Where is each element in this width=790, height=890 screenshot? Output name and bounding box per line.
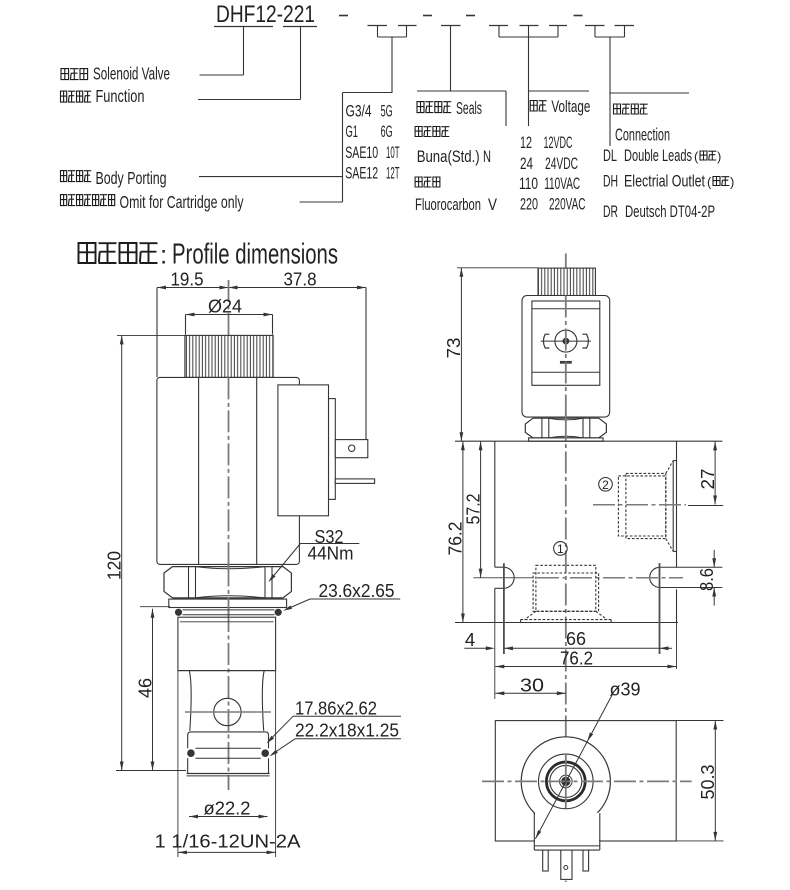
svg-text:DL: DL [603,146,617,165]
svg-text:24VDC: 24VDC [545,154,578,173]
svg-text:DR: DR [603,202,618,221]
svg-text:8.6: 8.6 [696,568,717,591]
svg-text:ø39: ø39 [610,679,641,700]
svg-text:Body Porting: Body Porting [96,168,167,188]
svg-text:Buna(Std.): Buna(Std.) [417,147,480,166]
svg-text:5G: 5G [381,102,393,121]
svg-text:Double Leads: Double Leads [624,146,692,165]
svg-text:): ) [730,175,734,190]
svg-text:DHF12-221: DHF12-221 [216,1,315,28]
svg-text:Connection: Connection [615,125,670,145]
svg-text:V: V [488,195,498,214]
svg-text:SAE10: SAE10 [345,143,378,162]
svg-text:12: 12 [520,133,532,152]
svg-text:4: 4 [465,629,475,650]
svg-text:Omit for Cartridge only: Omit for Cartridge only [120,192,244,212]
svg-text:12VDC: 12VDC [544,133,573,152]
svg-text:10T: 10T [386,143,400,162]
svg-text:30: 30 [520,675,544,696]
svg-text:220: 220 [520,195,538,214]
svg-text::: : [160,240,167,270]
svg-text:ø22.2: ø22.2 [204,798,251,819]
svg-text:(: ( [707,175,712,190]
svg-text:46: 46 [134,678,155,698]
svg-text:S32: S32 [315,526,344,547]
svg-text:Electrial Outlet: Electrial Outlet [624,172,705,191]
svg-text:Fluorocarbon: Fluorocarbon [415,195,481,214]
svg-text:17.86x2.62: 17.86x2.62 [295,698,377,719]
svg-text:19.5: 19.5 [171,269,204,290]
svg-text:Function: Function [96,86,145,106]
svg-text:Ø24: Ø24 [208,296,242,317]
svg-text:24: 24 [520,154,533,173]
svg-text:50.3: 50.3 [697,765,718,800]
svg-text:SAE12: SAE12 [345,163,378,182]
svg-text:Solenoid Valve: Solenoid Valve [93,64,170,84]
svg-text:27: 27 [697,469,718,490]
svg-text:76.2: 76.2 [445,522,466,556]
svg-text:12T: 12T [386,163,400,182]
svg-text:110: 110 [519,174,538,193]
svg-text:110VAC: 110VAC [544,174,580,193]
svg-text:1 1/16-12UN-2A: 1 1/16-12UN-2A [155,831,302,852]
svg-text:220VAC: 220VAC [549,195,586,214]
svg-text:57.2: 57.2 [462,494,483,525]
svg-text:37.8: 37.8 [284,269,317,290]
svg-text:22.2x18x1.25: 22.2x18x1.25 [295,720,399,741]
svg-text:44Nm: 44Nm [308,542,354,563]
svg-text:2: 2 [602,478,609,492]
svg-text:N: N [483,147,491,166]
svg-text:23.6x2.65: 23.6x2.65 [319,580,395,601]
svg-text:Profile dimensions: Profile dimensions [172,239,338,271]
svg-text:G1: G1 [346,122,359,141]
svg-text:Voltage: Voltage [551,97,590,116]
svg-text:G3/4: G3/4 [346,102,372,121]
svg-text:6G: 6G [381,122,393,141]
svg-text:73: 73 [443,338,464,359]
svg-text:(: ( [694,149,699,164]
svg-text:DH: DH [603,172,618,191]
svg-text:76.2: 76.2 [560,648,593,669]
svg-text:Seals: Seals [456,98,482,118]
svg-text:120: 120 [104,551,125,580]
svg-text:Deutsch DT04-2P: Deutsch DT04-2P [625,202,715,221]
svg-text:): ) [717,149,721,164]
svg-text:1: 1 [557,542,564,556]
svg-text:66: 66 [566,628,586,649]
